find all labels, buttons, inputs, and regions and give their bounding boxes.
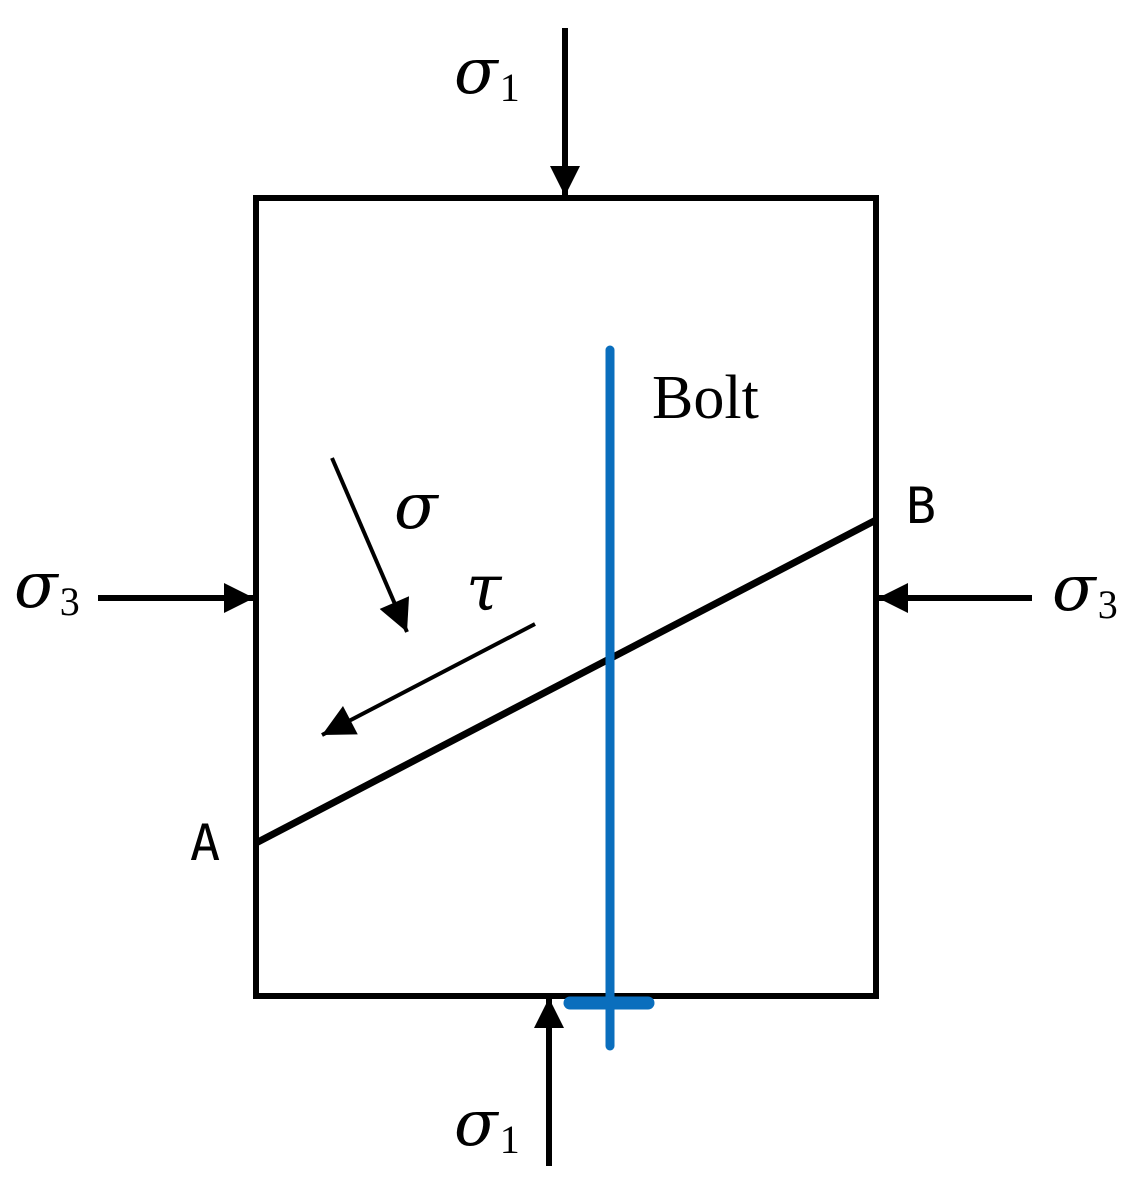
shear-stress-arrow xyxy=(321,622,536,737)
shear-stress-label: τ xyxy=(466,552,503,626)
sigma3-right-label: σ3 xyxy=(1052,552,1118,627)
sigma1-top-label: σ1 xyxy=(454,35,520,110)
normal-stress-label: σ xyxy=(394,470,440,544)
sigma3-left-label: σ3 xyxy=(14,549,80,624)
normal-stress-arrow xyxy=(330,457,410,633)
joint-plane xyxy=(254,516,878,847)
bolt-label: Bolt xyxy=(652,364,759,432)
point-a-label: A xyxy=(190,814,220,872)
point-b-label: B xyxy=(906,477,936,535)
sigma1-bottom-label: σ1 xyxy=(454,1087,520,1162)
specimen-block xyxy=(253,195,879,999)
